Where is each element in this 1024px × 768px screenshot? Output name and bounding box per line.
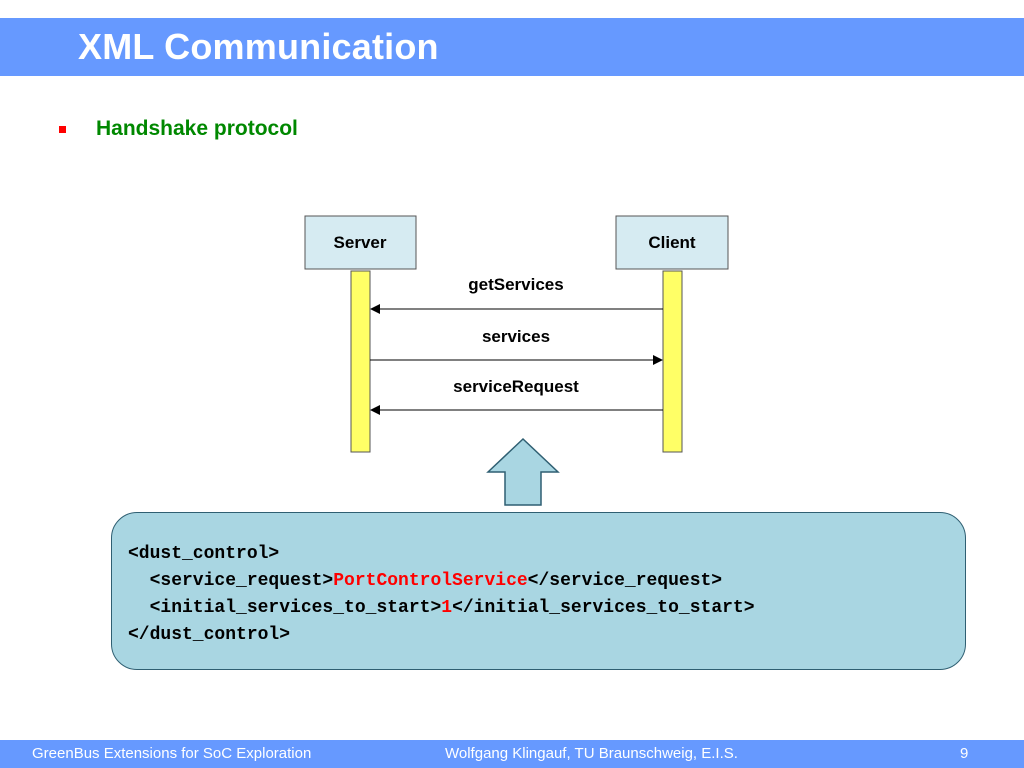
xml-service-request-open: <service_request> bbox=[128, 571, 334, 591]
xml-service-request-close: </service_request> bbox=[527, 571, 723, 591]
xml-initial-services-value: 1 bbox=[441, 598, 453, 618]
xml-line-3: <initial_services_to_start>1</initial_se… bbox=[128, 595, 755, 622]
footer-bar bbox=[0, 740, 1024, 768]
bullet-marker-icon bbox=[59, 126, 66, 133]
title-bar bbox=[0, 18, 1024, 76]
server-activation-bar bbox=[350, 270, 371, 453]
lifeline-client-box bbox=[615, 215, 729, 270]
xml-line-2: <service_request>PortControlService</ser… bbox=[128, 568, 755, 595]
message-service-request-label: serviceRequest bbox=[453, 377, 579, 396]
footer-center-text: Wolfgang Klingauf, TU Braunschweig, E.I.… bbox=[445, 745, 738, 762]
xml-initial-services-open: <initial_services_to_start> bbox=[128, 598, 442, 618]
lifeline-client: Client bbox=[615, 215, 729, 270]
xml-initial-services-close: </initial_services_to_start> bbox=[452, 598, 755, 618]
message-get-services-label: getServices bbox=[468, 275, 563, 294]
message-services: services bbox=[370, 327, 663, 365]
lifeline-server: Server bbox=[304, 215, 417, 270]
up-arrow-icon bbox=[486, 437, 560, 506]
lifeline-server-label: Server bbox=[334, 233, 387, 252]
xml-line-1: <dust_control> bbox=[128, 544, 280, 564]
sequence-diagram: Server Client getServices services servi… bbox=[304, 215, 729, 506]
xml-service-request-value: PortControlService bbox=[333, 571, 528, 591]
xml-panel bbox=[111, 512, 966, 670]
lifeline-client-label: Client bbox=[648, 233, 696, 252]
footer-left-text: GreenBus Extensions for SoC Exploration bbox=[32, 745, 312, 762]
message-services-label: services bbox=[482, 327, 550, 346]
footer-page-number: 9 bbox=[960, 745, 969, 762]
message-get-services: getServices bbox=[370, 275, 663, 314]
bullet-handshake-protocol: Handshake protocol bbox=[96, 117, 298, 140]
slide-title: XML Communication bbox=[78, 26, 439, 67]
xml-code-block: <dust_control> <service_request>PortCont… bbox=[128, 541, 755, 649]
lifeline-server-box bbox=[304, 215, 417, 270]
client-activation-bar bbox=[662, 270, 683, 453]
message-service-request: serviceRequest bbox=[370, 377, 663, 415]
xml-line-4: </dust_control> bbox=[128, 625, 291, 645]
